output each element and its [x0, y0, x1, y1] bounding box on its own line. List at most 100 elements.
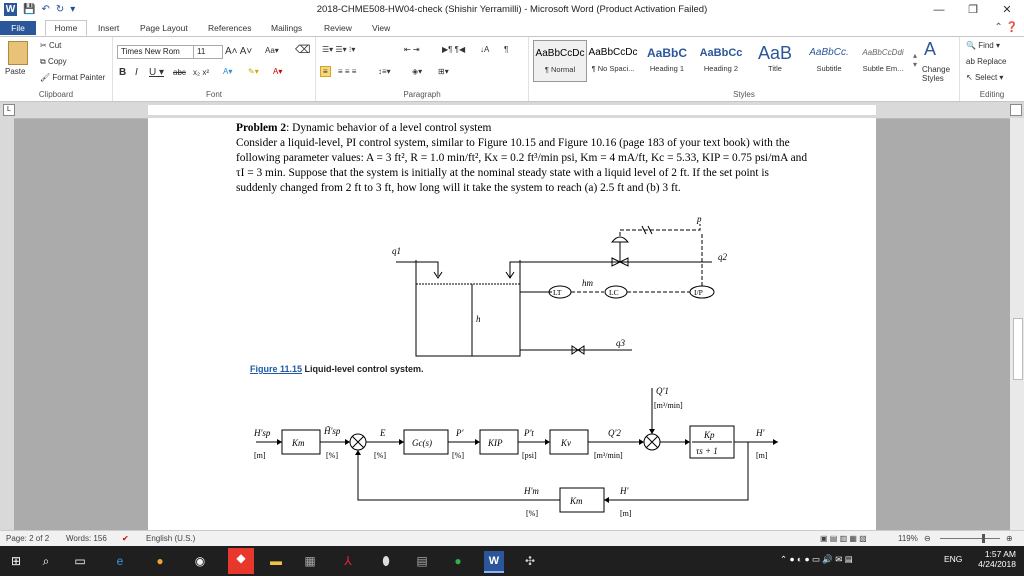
tab-home[interactable]: Home — [45, 20, 87, 36]
style-normal[interactable]: AaBbCcDc¶ Normal — [533, 40, 587, 82]
app-grid-icon[interactable]: ▤ — [416, 554, 428, 568]
clear-format-icon[interactable]: ⌫ — [295, 44, 311, 56]
app-icon[interactable]: ▦ — [304, 554, 316, 568]
bd-hsp-tilde: H̃'sp — [323, 426, 341, 436]
change-case-icon[interactable]: Aa▾ — [265, 46, 279, 55]
chrome-icon[interactable]: ◉ — [194, 554, 206, 568]
app-green-icon[interactable]: ● — [454, 554, 462, 568]
vertical-ruler — [0, 118, 14, 530]
cut-button[interactable]: ✂ Cut — [40, 41, 62, 50]
customize-qat-icon[interactable]: ▾ — [70, 4, 76, 15]
app-red-icon[interactable]: ◆ — [228, 548, 254, 574]
clock-time: 1:57 AM — [984, 549, 1016, 559]
tray-icons[interactable]: ⌃ ● ◐ ● ▭ 🔊 ✉ ▤ — [780, 554, 853, 564]
language-status[interactable]: English (U.S.) — [146, 534, 196, 543]
close-button[interactable]: ✕ — [1002, 4, 1012, 16]
tab-page-layout[interactable]: Page Layout — [140, 23, 188, 33]
shading-icon[interactable]: ◈▾ — [412, 67, 423, 76]
firefox-icon[interactable]: ● — [156, 554, 164, 568]
replace-button[interactable]: ab Replace — [966, 57, 1007, 66]
change-styles-button[interactable]: Change Styles — [922, 65, 951, 83]
paste-icon[interactable] — [8, 41, 28, 65]
app-wrench-icon[interactable]: ✣ — [524, 554, 536, 568]
proofing-icon[interactable]: ✔ — [122, 534, 129, 543]
search-icon[interactable]: ⌕ — [42, 554, 50, 568]
tab-mailings[interactable]: Mailings — [271, 23, 303, 33]
bullets-icon[interactable]: ☰▾ ☰▾ ⁝▾ — [322, 45, 356, 54]
sort-icon[interactable]: ↓A — [480, 45, 490, 54]
ip-label: I/P — [694, 288, 703, 297]
bd-kp: Kp — [703, 430, 715, 440]
diagram-hm-label: hm — [582, 278, 594, 288]
text-effects-icon[interactable]: A▾ — [223, 67, 233, 76]
acrobat-icon[interactable]: ⅄ — [344, 554, 352, 568]
font-grow-icon[interactable]: A˄ A˅ — [225, 46, 253, 57]
zoom-level[interactable]: 119% — [898, 534, 918, 543]
view-buttons[interactable]: ▣ ▤ ▥ ▦ ▧ — [820, 534, 867, 543]
scroll-thumb[interactable] — [1013, 318, 1023, 380]
window-title: 2018-CHME508-HW04-check (Shishir Yerrami… — [316, 4, 708, 15]
styles-more-icon[interactable]: ▴▾ — [913, 51, 918, 69]
input-language[interactable]: ENG — [944, 554, 963, 564]
zoom-in-icon[interactable]: ⊕ — [1006, 534, 1013, 543]
maximize-button[interactable]: ❐ — [968, 4, 978, 16]
align-left-icon[interactable]: ≡ — [320, 66, 331, 77]
strikethrough-button[interactable]: abc — [173, 68, 186, 77]
save-icon[interactable]: 💾 — [23, 4, 36, 15]
bd-h: H' — [755, 428, 765, 438]
start-icon[interactable]: ⊞ — [10, 554, 22, 568]
file-explorer-icon[interactable]: ▬ — [270, 554, 282, 568]
clock[interactable]: 1:57 AM 4/24/2018 — [972, 549, 1016, 569]
line-spacing-icon[interactable]: ↕≡▾ — [378, 67, 391, 76]
word-taskbar-icon[interactable]: W — [484, 551, 504, 573]
styles-label: Styles — [733, 90, 755, 99]
font-size-select[interactable]: 11 — [193, 45, 223, 59]
find-button[interactable]: 🔍 Find ▾ — [966, 41, 1000, 50]
font-color-icon[interactable]: A▾ — [273, 67, 283, 76]
subscript-button[interactable]: x₂ x² — [193, 68, 209, 77]
zoom-slider[interactable] — [940, 538, 1000, 539]
italic-button[interactable]: I — [135, 67, 138, 78]
tab-view[interactable]: View — [372, 23, 391, 33]
tab-selector-icon[interactable]: L — [3, 104, 15, 116]
tab-insert[interactable]: Insert — [98, 23, 120, 33]
minimize-button[interactable]: — — [933, 4, 945, 16]
copy-button[interactable]: ⧉ Copy — [40, 57, 67, 66]
align-center-icon[interactable]: ≡ ≡ ≡ — [338, 67, 357, 76]
zoom-out-icon[interactable]: ⊖ — [924, 534, 931, 543]
horizontal-ruler[interactable]: L — [0, 102, 1024, 119]
tab-review[interactable]: Review — [324, 23, 352, 33]
format-painter-button[interactable]: 🖌 Format Painter — [40, 73, 106, 82]
show-marks-icon[interactable]: ¶ — [504, 45, 509, 54]
style-no-spacing[interactable]: AaBbCcDc¶ No Spaci... — [588, 47, 638, 73]
zoom-slider-thumb[interactable] — [982, 534, 985, 543]
ltr-icon[interactable]: ▶¶ ¶◀ — [442, 45, 466, 54]
paste-button[interactable]: Paste — [5, 67, 26, 76]
edge-icon[interactable]: e — [116, 554, 124, 568]
borders-icon[interactable]: ⊞▾ — [438, 67, 449, 76]
select-button[interactable]: ↖ Select ▾ — [966, 73, 1004, 82]
redo-icon[interactable]: ↻ — [55, 4, 65, 15]
task-view-icon[interactable]: ▭ — [74, 554, 86, 568]
highlight-icon[interactable]: ✎▾ — [248, 67, 259, 76]
document-page[interactable]: Problem 2: Dynamic behavior of a level c… — [148, 118, 876, 530]
app-bulb-icon[interactable]: ⬮ — [382, 554, 390, 568]
word-count[interactable]: Words: 156 — [66, 534, 107, 543]
font-name-select[interactable]: Times New Rom — [117, 45, 195, 59]
underline-button[interactable]: U ▾ — [149, 67, 165, 78]
tab-references[interactable]: References — [208, 23, 252, 33]
vertical-scrollbar[interactable] — [1010, 118, 1024, 530]
tab-file[interactable]: File — [0, 21, 36, 35]
undo-icon[interactable]: ↶ — [41, 4, 50, 15]
view-ruler-icon[interactable] — [1010, 104, 1022, 116]
document-body[interactable]: Problem 2: Dynamic behavior of a level c… — [236, 121, 812, 196]
help-icon[interactable]: ⌃ ❓ — [994, 22, 1018, 33]
page-count[interactable]: Page: 2 of 2 — [6, 534, 50, 543]
indent-icon[interactable]: ⇤ ⇥ — [404, 45, 420, 54]
bold-button[interactable]: B — [119, 67, 127, 78]
style-subtitle[interactable]: AaBbCc.Subtitle — [809, 47, 849, 73]
